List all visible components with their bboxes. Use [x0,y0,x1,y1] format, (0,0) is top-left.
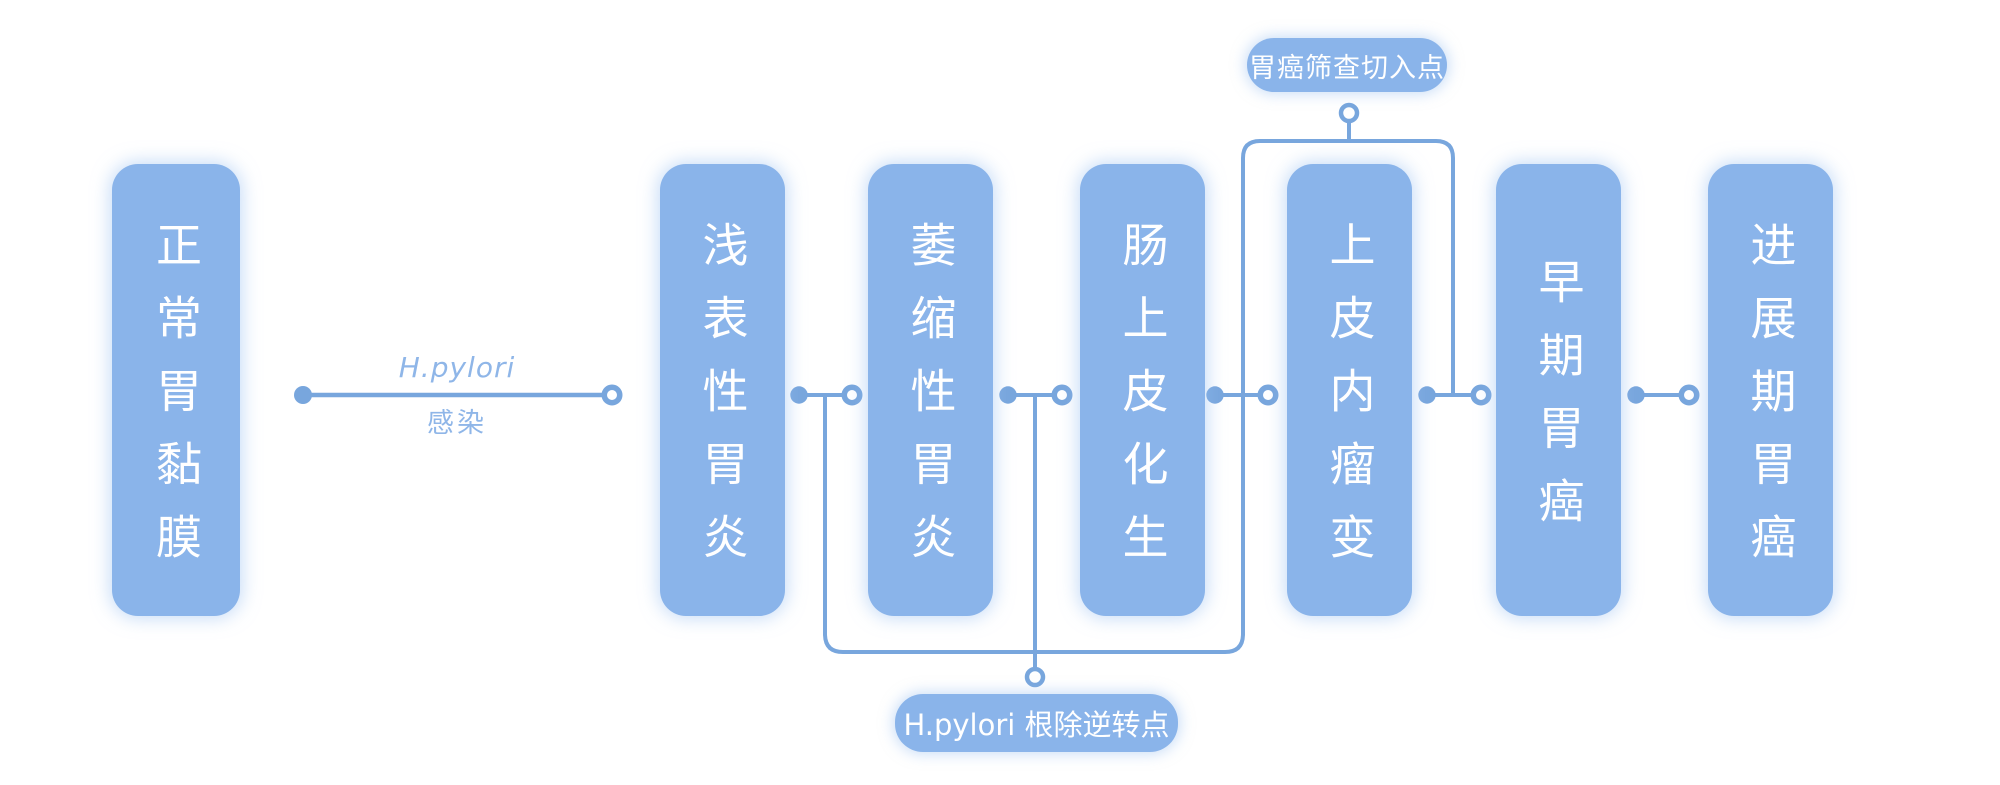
eradication-reversal-callout: H.pylori 根除逆转点 [895,694,1178,752]
edge-start-dot [999,386,1017,404]
stage-label: 上皮内瘤变 [1322,221,1377,586]
edge-start-dot [1627,386,1645,404]
stage-node-early-gastric-cancer: 早期胃癌 [1496,164,1621,616]
edge-start-dot [294,386,312,404]
reversal-anchor-ring [1024,666,1046,688]
edge-end-ring [601,384,623,406]
edge-end-ring [1678,384,1700,406]
stage-node-intestinal-metaplasia: 肠上皮化生 [1080,164,1205,616]
edge-end-ring [1051,384,1073,406]
stage-node-intraepithelial-neoplasia: 上皮内瘤变 [1287,164,1412,616]
screening-anchor-ring [1338,102,1360,124]
stage-node-advanced-gastric-cancer: 进展期胃癌 [1708,164,1833,616]
stage-node-atrophic-gastritis: 萎缩性胃炎 [868,164,993,616]
stage-label: 早期胃癌 [1531,257,1586,550]
infection-edge-label: 感染 [427,408,487,439]
screening-entry-label: 胃癌筛查切入点 [1249,52,1445,84]
stage-label: 萎缩性胃炎 [903,221,958,586]
edge-start-dot [790,386,808,404]
edge-end-ring [1257,384,1279,406]
stage-label: 肠上皮化生 [1115,221,1170,586]
edge-end-ring [841,384,863,406]
edge-start-dot [1206,386,1224,404]
stage-label: 进展期胃癌 [1743,221,1798,586]
edge-start-dot [1418,386,1436,404]
stage-label: 正常胃黏膜 [149,221,203,586]
stage-node-superficial-gastritis: 浅表性胃炎 [660,164,785,616]
edge-end-ring [1470,384,1492,406]
stage-label: 浅表性胃炎 [695,221,750,586]
eradication-reversal-label: H.pylori 根除逆转点 [903,708,1170,742]
screening-entry-callout: 胃癌筛查切入点 [1247,38,1447,92]
hpylori-edge-label: H.pylori [398,351,516,384]
stage-node-normal-mucosa: 正常胃黏膜 [112,164,240,616]
